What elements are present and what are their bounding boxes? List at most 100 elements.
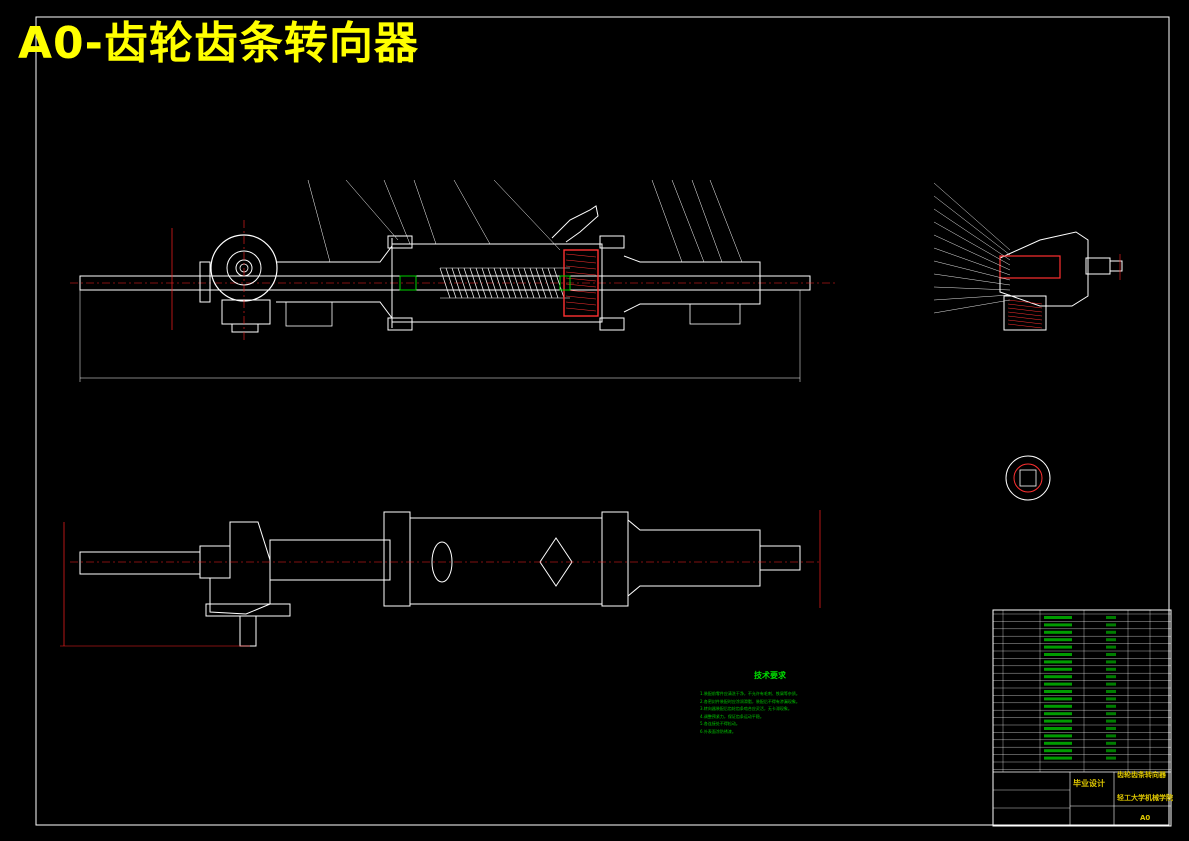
spring-coil: [493, 267, 505, 299]
top-right-flange: [601, 511, 629, 607]
mounting-bracket: [551, 205, 599, 243]
title-block-product-label: 齿轮齿条转向器: [1117, 771, 1166, 779]
spring-coil: [457, 267, 469, 299]
tech-note: 4.调整预紧力，保证齿条运动平稳。: [700, 713, 764, 719]
valve-housing: [999, 231, 1089, 307]
side-leader-line: [933, 234, 1011, 271]
parts-list-entry: [1044, 734, 1072, 738]
parts-list-entry: [1044, 749, 1072, 753]
parts-list-entry: [1044, 630, 1072, 634]
parts-list-code: [1106, 734, 1116, 738]
piston-hatch: [565, 307, 597, 312]
tech-note: 6.外表面涂防锈漆。: [700, 728, 736, 734]
parts-list-code: [1106, 667, 1116, 671]
parts-list-entry: [1044, 645, 1072, 649]
power-cylinder: [391, 243, 603, 323]
parts-list-code: [1106, 616, 1116, 619]
parts-list-entry: [1044, 697, 1072, 701]
title-block-frame: [992, 609, 1172, 827]
lower-cover: [1003, 295, 1047, 331]
lower-hatch: [1007, 315, 1043, 321]
detail-outer-circle: [1005, 455, 1051, 501]
piston-hatch: [565, 265, 597, 270]
drawing-title: A0-齿轮齿条转向器: [18, 18, 419, 69]
spring-coil: [439, 267, 451, 299]
right-tube-box: [689, 303, 741, 325]
cylinder-flange-right-bottom: [599, 317, 625, 331]
piston-hatch: [565, 271, 597, 276]
parts-list-code: [1106, 749, 1116, 753]
detail-inner-circle: [1013, 463, 1043, 493]
side-leader-line: [933, 260, 1011, 281]
title-block-scale-label: A0: [1140, 814, 1151, 822]
parts-list-entry: [1044, 682, 1072, 686]
parts-list-entry: [1044, 623, 1072, 627]
parts-list-entry: [1044, 712, 1072, 716]
piston-hatch: [565, 295, 597, 300]
parts-list-code: [1106, 653, 1116, 656]
spring-coil: [529, 267, 541, 299]
spring-coil: [469, 267, 481, 299]
top-housing-base: [205, 603, 291, 617]
piston-hatch: [565, 259, 597, 264]
parts-list-code: [1106, 630, 1116, 634]
piston-hatch: [565, 289, 597, 294]
part-leader-line: [383, 179, 411, 245]
piston-hatch: [565, 277, 597, 282]
tech-note: 3.转向器装配后齿轮齿条啮合应灵活，无卡滞现象。: [700, 706, 792, 712]
spring-coil: [535, 267, 547, 299]
spring-coil: [451, 267, 463, 299]
part-leader-line: [709, 179, 743, 263]
piston-hatch: [565, 301, 597, 306]
part-leader-line: [453, 179, 491, 245]
side-leader-line: [933, 247, 1011, 276]
parts-list-code: [1106, 697, 1116, 701]
parts-list-entry: [1044, 675, 1072, 679]
seal-left: [399, 275, 417, 291]
spring-coil: [499, 267, 511, 299]
side-leader-line: [933, 208, 1011, 261]
lower-hatch: [1007, 323, 1043, 329]
lower-hatch: [1007, 319, 1043, 325]
piston-hatch: [565, 253, 597, 258]
parts-list-code: [1106, 638, 1116, 642]
parts-list-entry: [1044, 704, 1072, 708]
parts-list-code: [1106, 704, 1116, 708]
parts-list-entry: [1044, 638, 1072, 642]
spring-coil: [541, 267, 553, 299]
outer-frame: [35, 16, 1170, 826]
part-leader-line: [651, 179, 683, 263]
piston: [563, 249, 599, 317]
lower-hatch: [1007, 303, 1043, 309]
side-leader-line: [933, 294, 1011, 301]
side-leader-line: [933, 299, 1011, 314]
housing-plug: [231, 323, 259, 333]
spring-coil: [481, 267, 493, 299]
input-shaft: [1085, 257, 1111, 275]
tech-requirements-notes: 1.装配前零件应清洗干净，不允许有毛刺、铁屑等杂质。 2.各密封件装配时应涂润滑…: [700, 690, 900, 736]
parts-list-entry: [1044, 660, 1072, 664]
part-leader-line: [691, 179, 723, 263]
parts-list-code: [1106, 623, 1116, 627]
parts-list-code: [1106, 645, 1116, 649]
side-leader-line: [933, 182, 1011, 251]
top-left-flange: [383, 511, 411, 607]
parts-list-code: [1106, 727, 1116, 730]
detail-view: [1005, 455, 1051, 501]
housing-foot: [221, 299, 271, 325]
parts-list-code: [1106, 719, 1116, 723]
cylinder-flange-left-bottom: [387, 317, 413, 331]
right-tube: [623, 255, 761, 313]
spring-coil: [505, 267, 517, 299]
cylinder-flange-left-top: [387, 235, 413, 249]
top-view: [60, 510, 821, 647]
spring-coil: [553, 267, 565, 299]
side-leader-line: [933, 195, 1011, 256]
spring-coil: [511, 267, 523, 299]
tube-dimension-box: [285, 301, 333, 327]
top-cylinder: [409, 517, 603, 605]
part-leader-line: [493, 179, 561, 251]
parts-list-code: [1106, 712, 1116, 716]
parts-list-entry: [1044, 727, 1072, 730]
